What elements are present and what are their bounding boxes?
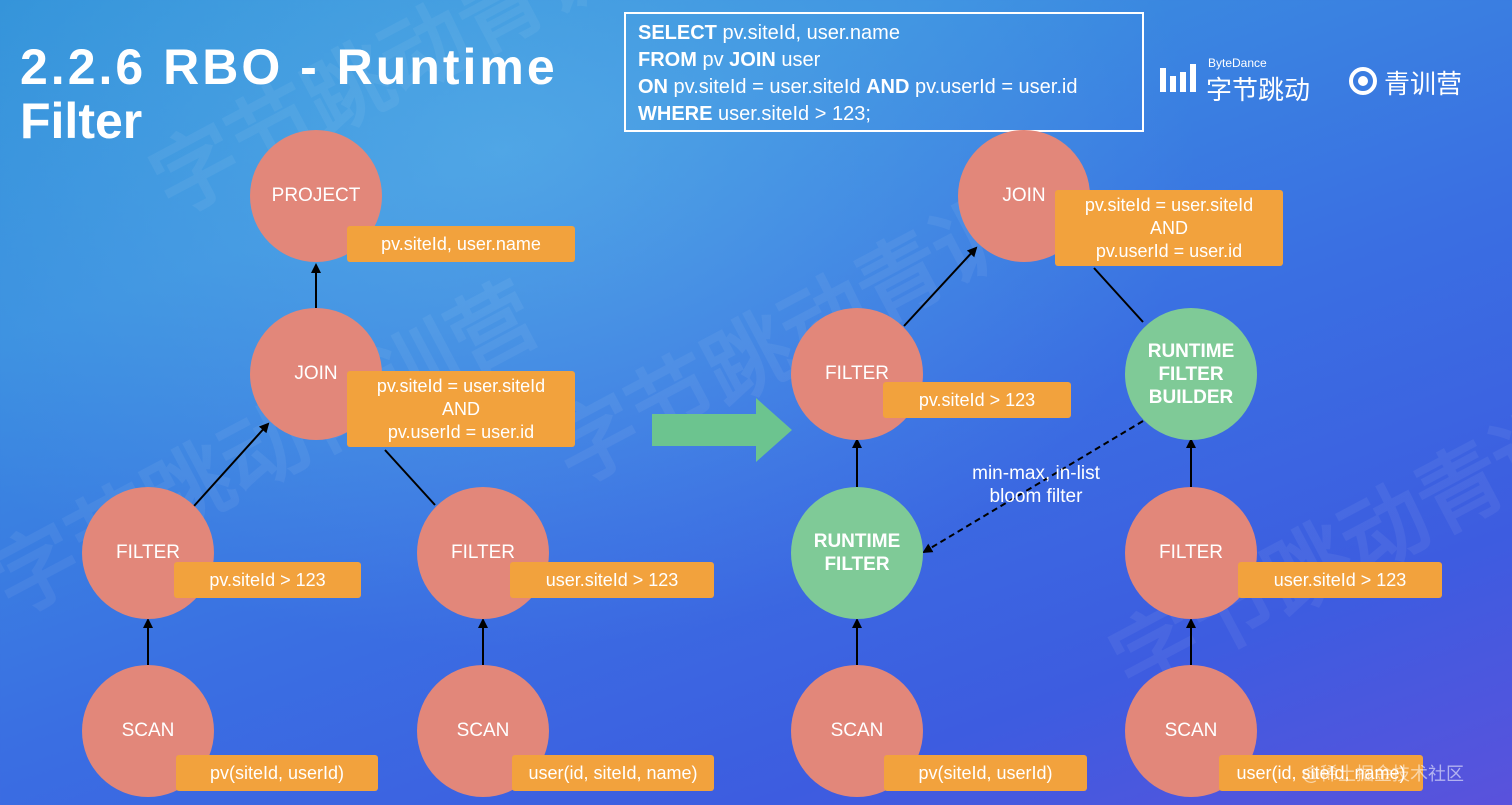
- sql-line-on: ON pv.siteId = user.siteId AND pv.userId…: [638, 74, 1142, 101]
- bytedance-logo-small-text: ByteDance: [1208, 56, 1267, 70]
- runtime-filter-line2: FILTER: [824, 554, 890, 575]
- scan-tag-text: user(id, siteId, name): [528, 762, 698, 783]
- sql-query-box: SELECT pv.siteId, user.name FROM pv JOIN…: [624, 12, 1144, 132]
- scan-node-label: SCAN: [121, 720, 175, 741]
- filter-node-label: FILTER: [450, 542, 516, 563]
- filter-node-right: FILTER: [417, 487, 549, 619]
- sql-line-where: WHERE user.siteId > 123;: [638, 101, 1142, 128]
- footer-watermark: @稀土掘金技术社区: [1302, 764, 1464, 785]
- project-tag-text: pv.siteId, user.name: [381, 233, 541, 254]
- join-tag: pv.siteId = user.siteId AND pv.userId = …: [347, 371, 575, 447]
- qingxun-logo-text: 青训营: [1384, 70, 1463, 100]
- sql-keyword: JOIN: [729, 49, 776, 71]
- scan-tag-optimized-right: user(id, siteId, name): [1219, 755, 1423, 791]
- scan-tag-text: pv(siteId, userId): [209, 762, 345, 783]
- join-tag-line1: pv.siteId = user.siteId: [1084, 194, 1254, 215]
- join-tag-line2: AND: [1149, 217, 1188, 238]
- sql-text: pv.siteId, user.name: [716, 22, 900, 44]
- sql-text: pv.siteId = user.siteId: [668, 76, 867, 98]
- edge-filter-join-left: [193, 422, 270, 507]
- sql-text: pv: [696, 49, 730, 71]
- join-node-label: JOIN: [294, 363, 338, 384]
- qingxun-mark-icon: [1349, 67, 1377, 95]
- project-tag: pv.siteId, user.name: [347, 226, 575, 262]
- scan-tag-left: pv(siteId, userId): [176, 755, 378, 791]
- bytedance-logo-text: 字节跳动: [1206, 76, 1311, 106]
- runtime-filter-builder-line2: FILTER: [1158, 363, 1224, 385]
- transform-arrow-icon: [652, 398, 792, 462]
- join-node-label: JOIN: [1002, 185, 1046, 206]
- slide-title-line1: 2.2.6 RBO - Runtime: [20, 39, 558, 95]
- scan-tag-optimized-left: pv(siteId, userId): [884, 755, 1087, 791]
- sql-line-select: SELECT pv.siteId, user.name: [638, 20, 1142, 47]
- filter-node-optimized-left: FILTER: [791, 308, 923, 440]
- join-tag-line1: pv.siteId = user.siteId: [376, 375, 546, 396]
- runtime-filter-line1: RUNTIME: [813, 531, 901, 552]
- scan-node-label: SCAN: [1164, 720, 1218, 741]
- filter-node-left: FILTER: [82, 487, 214, 619]
- filter-node-label: FILTER: [824, 363, 890, 384]
- sql-keyword: AND: [866, 76, 910, 98]
- filter-tag-text: pv.siteId > 123: [209, 569, 326, 590]
- sql-line-from: FROM pv JOIN user: [638, 47, 1142, 74]
- filter-tag-text: user.siteId > 123: [1273, 569, 1407, 590]
- filter-tag-text: pv.siteId > 123: [918, 389, 1036, 410]
- bytedance-bars-icon: [1160, 64, 1196, 92]
- sql-text: pv.userId = user.id: [909, 76, 1078, 98]
- filter-node-label: FILTER: [115, 542, 181, 563]
- project-node-label: PROJECT: [271, 185, 361, 206]
- scan-node-label: SCAN: [830, 720, 884, 741]
- slide-title-line2: Filter: [20, 93, 143, 149]
- sql-keyword: SELECT: [638, 22, 717, 44]
- filter-node-optimized-right: FILTER: [1125, 487, 1257, 619]
- join-tag-optimized: pv.siteId = user.siteId AND pv.userId = …: [1055, 190, 1283, 266]
- edge-builder-join: [1093, 267, 1144, 323]
- slide-title: 2.2.6 RBO - Runtime Filter: [20, 40, 558, 148]
- filter-tag-right: user.siteId > 123: [510, 562, 714, 598]
- filter-node-label: FILTER: [1158, 542, 1224, 563]
- runtime-filter-builder-line1: RUNTIME: [1147, 340, 1235, 362]
- scan-tag-text: user(id, siteId, name): [1236, 762, 1406, 783]
- sql-keyword: ON: [638, 76, 668, 98]
- dashed-edge-label-line1: min-max, in-list: [972, 463, 1100, 484]
- dashed-edge-label-line2: bloom filter: [989, 486, 1083, 507]
- join-tag-line3: pv.userId = user.id: [1095, 240, 1243, 261]
- dashed-edge-label: min-max, in-list bloom filter: [944, 462, 1128, 508]
- scan-tag-right: user(id, siteId, name): [512, 755, 714, 791]
- runtime-filter-builder-node: RUNTIME FILTER BUILDER: [1125, 308, 1257, 440]
- filter-tag-optimized-left: pv.siteId > 123: [883, 382, 1071, 418]
- sql-text: user: [775, 49, 821, 71]
- filter-tag-text: user.siteId > 123: [545, 569, 679, 590]
- sql-keyword: WHERE: [638, 103, 713, 125]
- sql-keyword: FROM: [638, 49, 697, 71]
- edge-builder-runtime-filter-dashed: [922, 420, 1144, 554]
- runtime-filter-builder-line3: BUILDER: [1148, 386, 1234, 408]
- join-tag-line2: AND: [441, 398, 480, 419]
- scan-tag-text: pv(siteId, userId): [918, 762, 1053, 783]
- sql-text: user.siteId > 123;: [712, 103, 871, 125]
- join-tag-line3: pv.userId = user.id: [387, 421, 535, 442]
- edge-filter-join-right: [384, 449, 436, 506]
- runtime-filter-node: RUNTIME FILTER: [791, 487, 923, 619]
- filter-tag-optimized-right: user.siteId > 123: [1238, 562, 1442, 598]
- scan-node-label: SCAN: [456, 720, 510, 741]
- filter-tag-left: pv.siteId > 123: [174, 562, 361, 598]
- edge-filter-join: [903, 246, 978, 327]
